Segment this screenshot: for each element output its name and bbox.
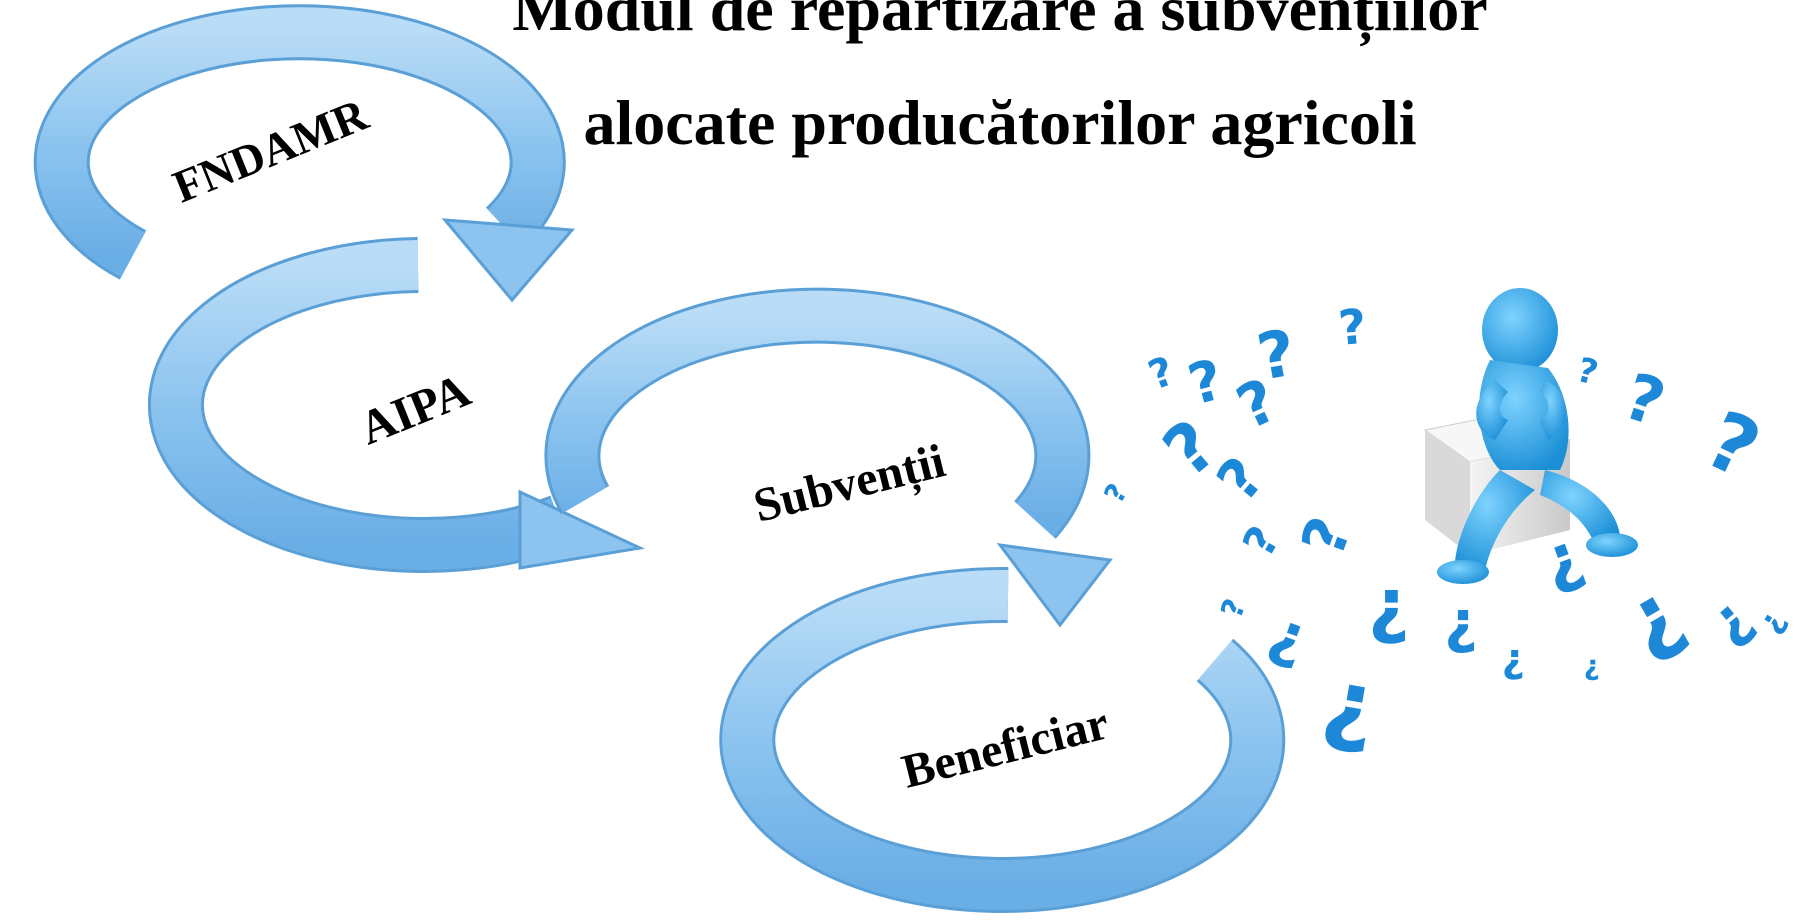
svg-text:?: ? [1613, 573, 1704, 682]
svg-text:?: ? [1182, 347, 1230, 418]
svg-text:?: ? [1314, 659, 1384, 771]
figure-body [1437, 288, 1638, 584]
thinking-figure-icon: ? ? ? ? ? ? ? ? ? ? ? ? ? ? ? ? ? ? ? ? … [1097, 288, 1795, 772]
svg-text:?: ? [1143, 348, 1181, 399]
cycle-arrow-aipa [147, 237, 646, 573]
svg-text:?: ? [1535, 525, 1595, 607]
svg-text:?: ? [1097, 478, 1134, 509]
svg-text:?: ? [1502, 640, 1525, 686]
svg-text:?: ? [1701, 589, 1768, 660]
svg-text:?: ? [1258, 604, 1315, 682]
cycle-arrow-beneficiar [719, 566, 1286, 913]
svg-text:?: ? [1233, 518, 1290, 566]
svg-text:?: ? [1692, 393, 1773, 497]
svg-text:?: ? [1584, 653, 1600, 686]
svg-text:?: ? [1215, 594, 1254, 622]
svg-text:?: ? [1615, 360, 1673, 442]
page-title-line-1: Modul de repartizare a subvențiilor [512, 0, 1488, 44]
svg-text:?: ? [1368, 573, 1410, 657]
cycle-arrow-subventii [544, 287, 1113, 628]
page-title-line-2: alocate producătorilor agricoli [583, 87, 1417, 158]
svg-text:?: ? [1288, 508, 1366, 565]
svg-text:?: ? [1336, 299, 1369, 357]
cycle-arrow-fndamr [33, 4, 576, 303]
svg-text:?: ? [1444, 596, 1478, 664]
svg-text:?: ? [1573, 350, 1602, 394]
